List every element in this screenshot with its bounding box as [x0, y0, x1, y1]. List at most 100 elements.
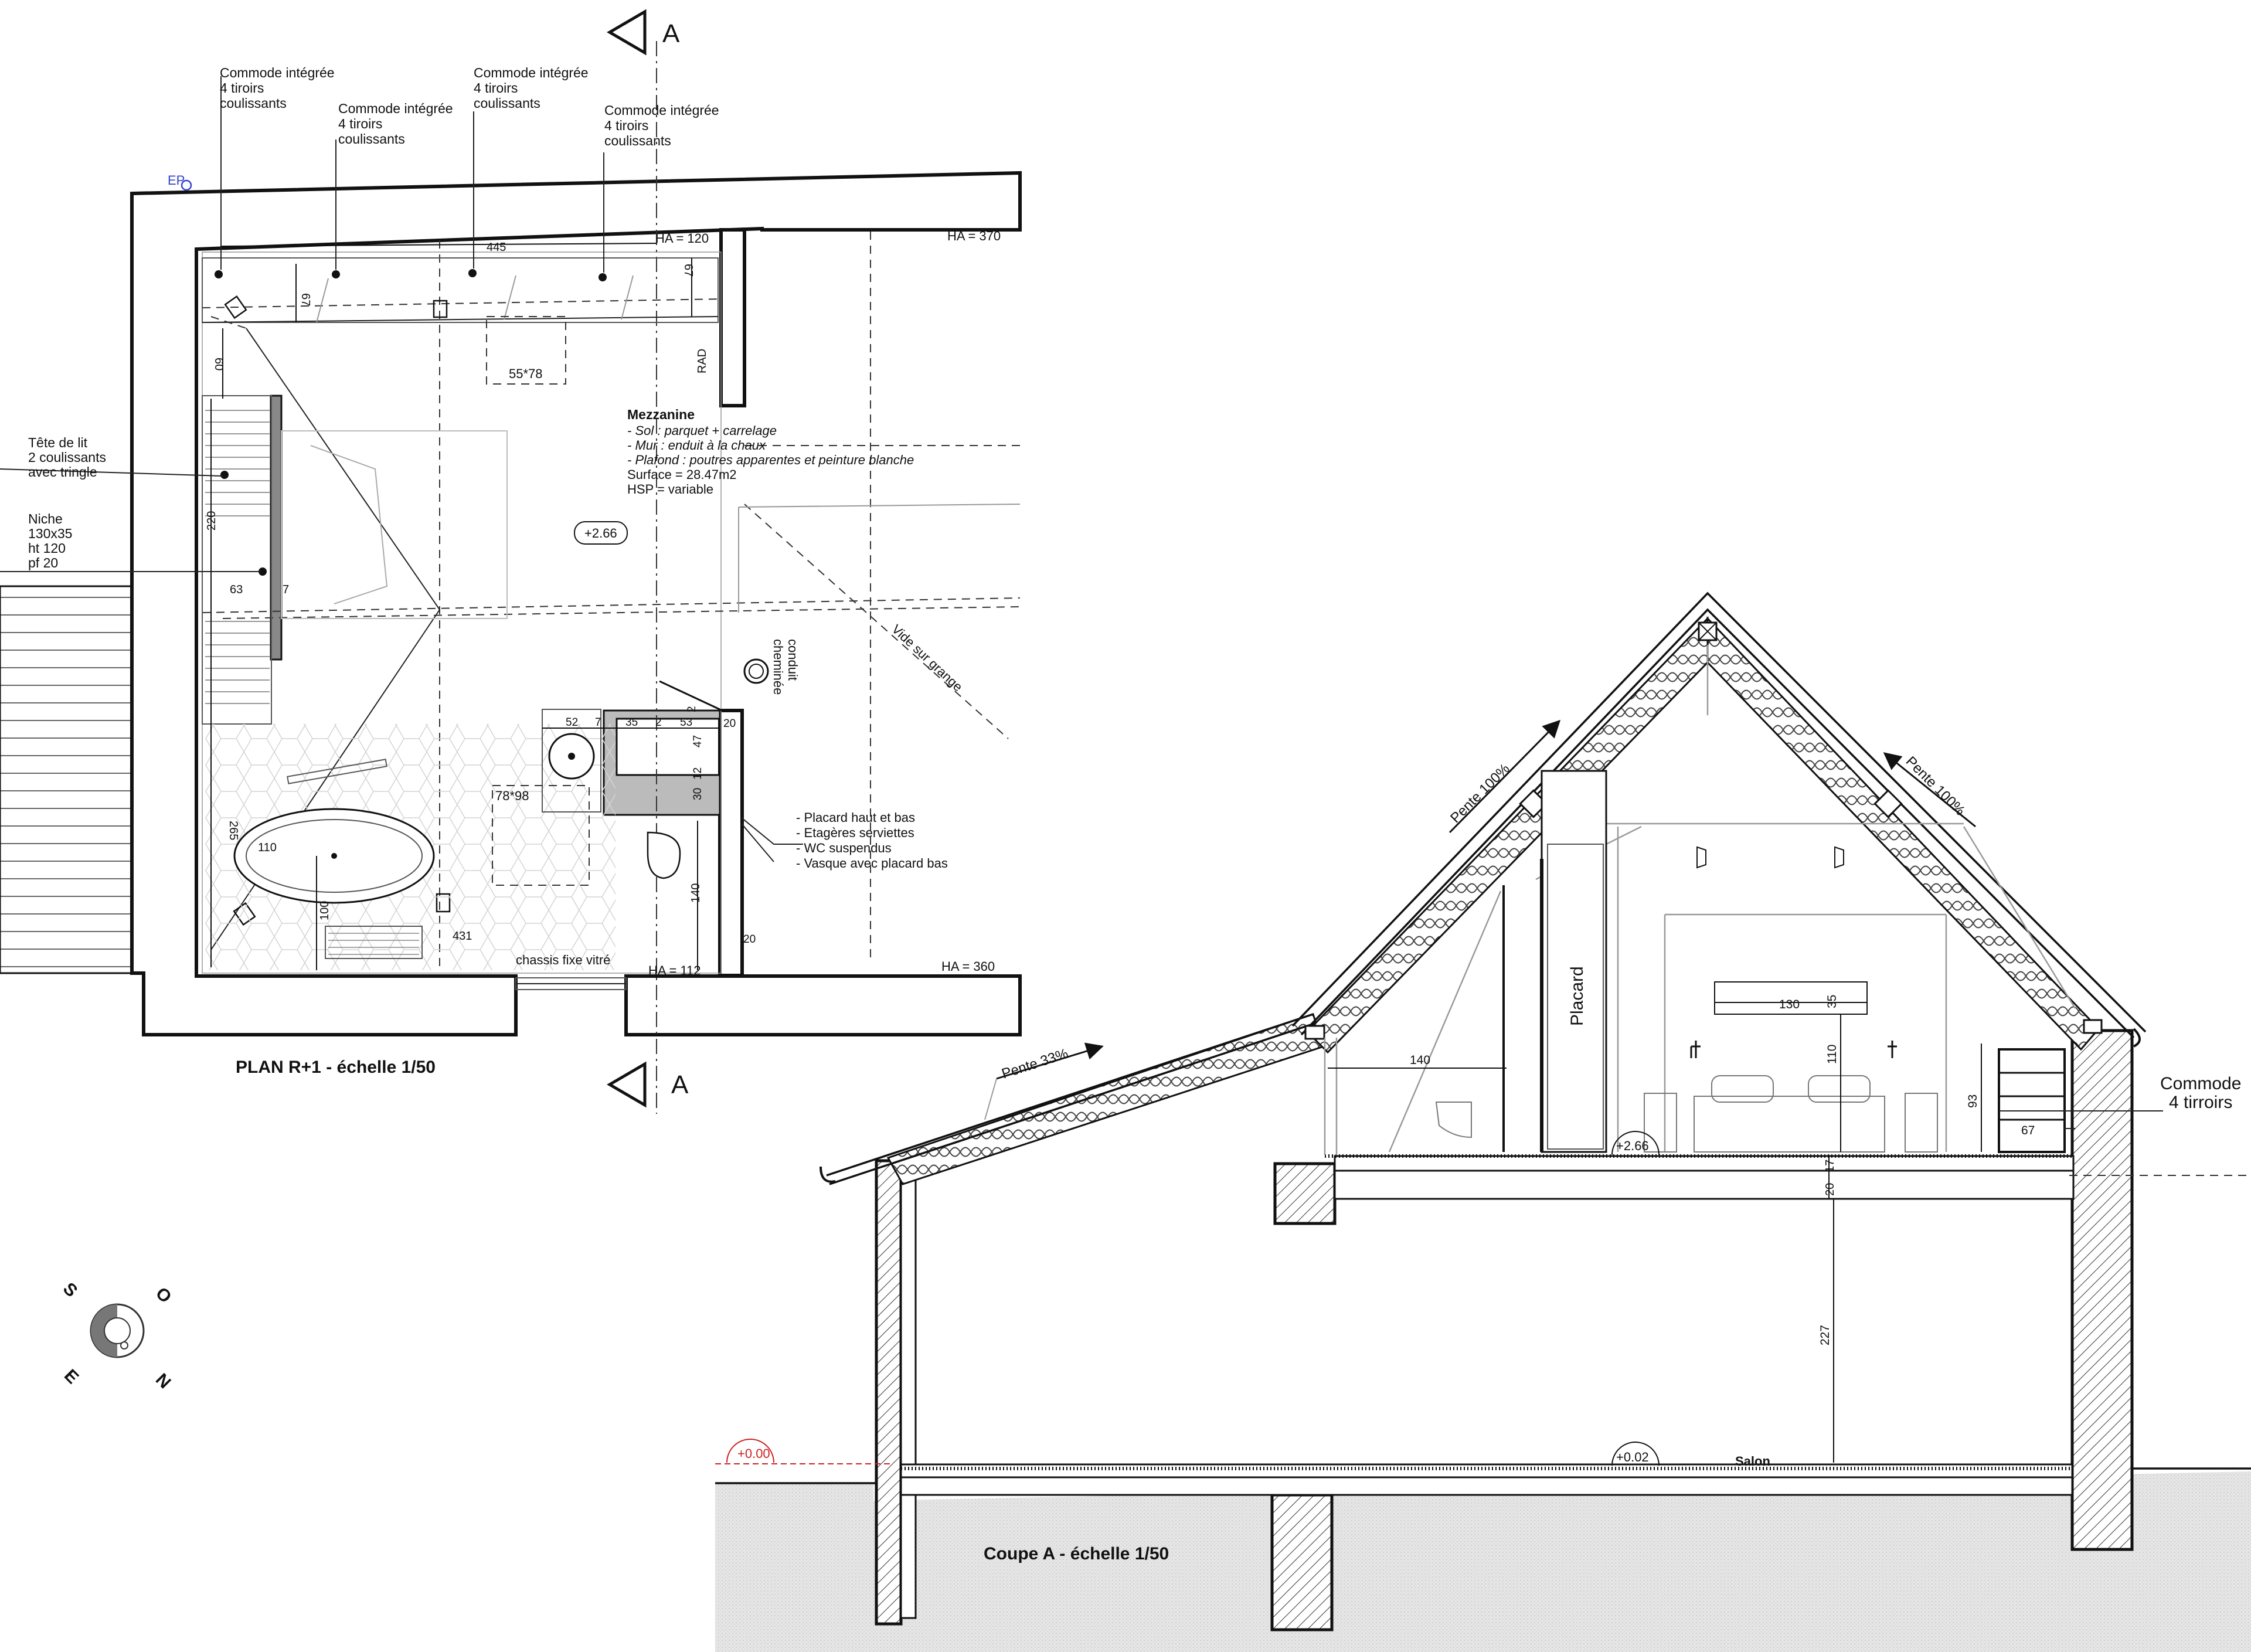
roof-window-marker — [224, 295, 247, 319]
purlin-right — [1873, 789, 1903, 818]
grid-line — [222, 606, 1021, 619]
door-swing — [659, 680, 723, 712]
commode-divider — [504, 275, 516, 320]
dim-67a: 67 — [299, 293, 312, 306]
chimney-conduit-outer — [743, 658, 769, 684]
vide-label: Vide sur grange — [889, 621, 965, 694]
velux-dashed-top — [486, 316, 566, 385]
radiator-bars — [328, 933, 419, 955]
gable-roof-cover-inner — [1300, 608, 2135, 1039]
lean-to-roof-insulation — [886, 1013, 1325, 1185]
compass-e: E — [60, 1366, 82, 1388]
commode-marker — [332, 270, 340, 278]
level-marker-000 — [726, 1439, 774, 1463]
section-beam-block — [1273, 1162, 1337, 1225]
commode-divider — [621, 275, 634, 320]
dim-55x78: 55*78 — [509, 366, 543, 381]
dim-12: 12 — [692, 767, 704, 780]
section-arrow-bottom — [607, 1061, 647, 1108]
dim-2b: 2 — [686, 706, 698, 712]
niche-line2: 130x35 — [28, 526, 72, 541]
dim-35: 35 — [625, 716, 638, 729]
room-line-plafond: - Plafond : poutres apparentes et peintu… — [627, 453, 914, 467]
gutter-right — [2133, 1028, 2141, 1048]
spot-light-icon — [1834, 846, 1844, 869]
dim-140: 140 — [1410, 1053, 1430, 1067]
dim-110: 110 — [258, 841, 277, 854]
dim-445: 445 — [487, 241, 506, 254]
section-right-wall — [2070, 1029, 2134, 1551]
wall-lamp-icon — [1888, 1041, 1897, 1058]
sdb-line4: - Vasque avec placard bas — [796, 856, 948, 871]
ep-downpipe-icon — [181, 179, 192, 191]
section-foundation-pier — [1270, 1493, 1334, 1631]
commode-4-line3: coulissants — [604, 133, 671, 148]
level-marker-002 — [1611, 1442, 1660, 1466]
commode-marker — [215, 270, 223, 278]
bed-pillow-left — [1711, 1075, 1774, 1103]
shower-tray — [492, 785, 590, 886]
leader-line — [0, 468, 223, 477]
ground-floor-screed — [900, 1476, 2073, 1496]
bathtub-drain — [331, 853, 337, 859]
nightstand-right — [1905, 1093, 1938, 1153]
shower-screen — [287, 759, 387, 784]
spot-light-icon — [1696, 846, 1706, 869]
section-arrow-top — [607, 9, 647, 56]
ep-label: EP — [168, 173, 185, 188]
bed-pillow — [310, 445, 388, 604]
plan-head-wall — [270, 395, 283, 661]
dim-100: 100 — [318, 901, 331, 920]
salon-label: Salon — [1735, 1454, 1770, 1469]
plan-partition-sdb — [718, 709, 744, 977]
commode-section — [1998, 1048, 2066, 1153]
plan-partition-top — [719, 228, 746, 407]
level-266: +2.66 — [1616, 1138, 1649, 1153]
section-left-wall — [875, 1159, 903, 1626]
dim-431: 431 — [453, 930, 472, 943]
dim-20a: 20 — [723, 718, 736, 730]
neighbour-roof-hatch — [0, 585, 142, 974]
section-a — [715, 592, 2251, 1652]
pente-33-arrow — [996, 1042, 1104, 1080]
dim-93: 93 — [1966, 1094, 1980, 1108]
lean-to-roof-cover — [829, 1022, 1317, 1185]
wall-plate-left — [1304, 1025, 1325, 1040]
placard-door — [1547, 844, 1604, 1150]
dim-63: 63 — [230, 583, 243, 596]
commode-top-band — [202, 257, 719, 323]
chimney-conduit-inner — [749, 664, 764, 679]
plan-bottom-wall-right — [624, 974, 1022, 1036]
commode-1-line3: coulissants — [220, 96, 287, 111]
level-000: +0.00 — [737, 1446, 770, 1461]
commode-label-line1: Commode — [2160, 1074, 2241, 1093]
placard-column — [1541, 770, 1607, 1153]
room-name: Mezzanine — [627, 407, 695, 422]
chassis-label: chassis fixe vitré — [516, 953, 610, 967]
dim-60: 60 — [212, 358, 225, 370]
commode-4-line2: 4 tiroirs — [604, 118, 648, 133]
compass-s: S — [59, 1279, 81, 1301]
room-line-hsp: HSP = variable — [627, 482, 713, 497]
dim-30: 30 — [692, 788, 704, 800]
gable-roof-left-insulation — [1305, 616, 1709, 1054]
commode-label-line2: 4 tirroirs — [2169, 1093, 2232, 1112]
mezzanine-joist — [1334, 1170, 2075, 1200]
plan-dimension-lines — [210, 243, 720, 970]
ground-fill-main — [873, 1471, 2251, 1652]
wc-bowl — [647, 831, 681, 879]
wall-lamp-icon — [1691, 1041, 1701, 1058]
commode-2-line3: coulissants — [338, 131, 405, 147]
commode-marker — [468, 269, 477, 277]
section-dimension-lines — [1328, 981, 1982, 1463]
mezzanine-edge — [738, 504, 1021, 508]
dim-52: 52 — [566, 716, 578, 729]
ha-112-label: HA = 112 — [648, 963, 701, 978]
level-002: +0.02 — [1616, 1450, 1649, 1464]
sdb-line2: - Etagères serviettes — [796, 825, 914, 840]
section-mark-top: A — [662, 19, 680, 48]
section-title: Coupe A - échelle 1/50 — [984, 1544, 1169, 1563]
niche-outline — [1714, 981, 1868, 1015]
ha-120-label: HA = 120 — [655, 231, 709, 246]
